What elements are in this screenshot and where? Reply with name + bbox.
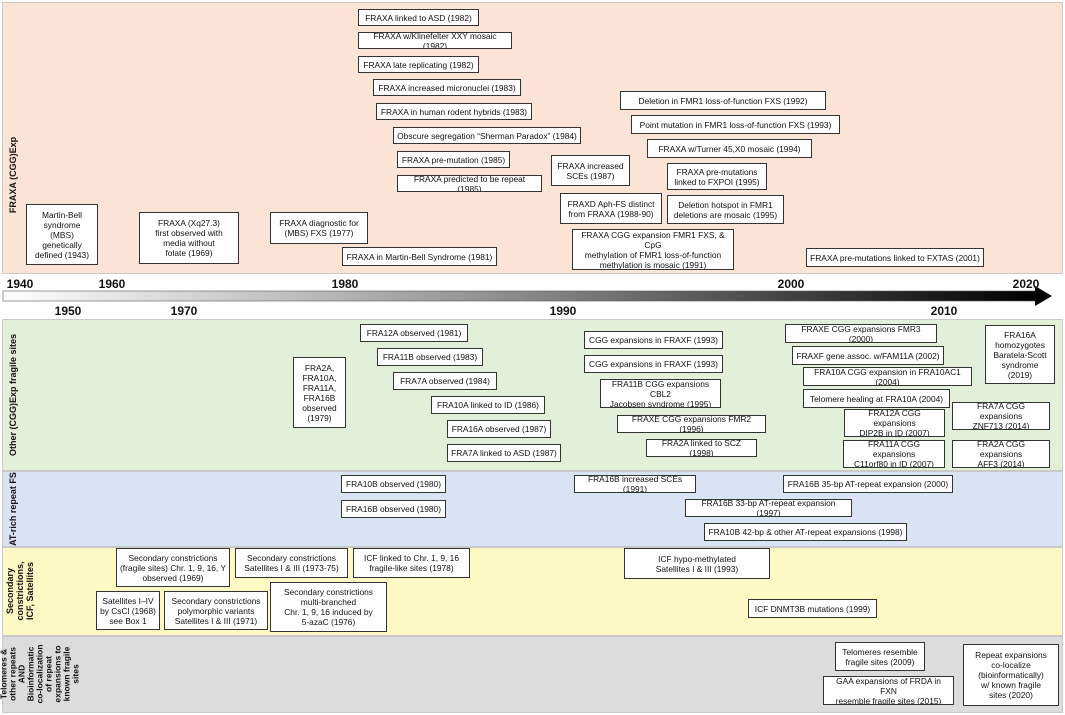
event-box: Telomeres resemble fragile sites (2009): [835, 642, 925, 671]
event-box: FRAXA w/Turner 45,X0 mosaic (1994): [647, 139, 812, 158]
event-box: Satellites I–IV by CsCl (1968) see Box 1: [96, 591, 160, 630]
event-box: FRA12A CGG expansions DIP2B in ID (2007): [844, 409, 945, 437]
event-box: FRA2A, FRA10A, FRA11A, FRA16B observed (…: [293, 357, 346, 428]
event-box: FRAXA (Xq27.3) first observed with media…: [139, 212, 239, 264]
event-box: FRAXE CGG expansions FMR2 (1996): [617, 415, 766, 433]
event-box: FRAXA pre-mutations linked to FXPOI (199…: [667, 163, 767, 190]
event-box: FRA16B 33-bp AT-repeat expansion (1997): [685, 499, 852, 517]
event-box: FRA11B observed (1983): [377, 348, 483, 366]
event-box: Repeat expansions co-localize (bioinform…: [963, 644, 1059, 706]
event-box: FRAXA linked to ASD (1982): [358, 9, 479, 26]
event-box: FRAXA in Martin-Bell Syndrome (1981): [342, 247, 497, 266]
event-box: Secondary constrictions (fragile sites) …: [116, 548, 230, 587]
year-label-2020: 2020: [1012, 277, 1040, 291]
event-box: FRA10A CGG expansion in FRA10AC1 (2004): [803, 367, 972, 386]
event-box: FRAXA increased micronuclei (1983): [373, 79, 521, 96]
event-box: FRAXF gene assoc. w/FAM11A (2002): [792, 346, 944, 365]
event-box: FRA2A linked to SCZ (1998): [646, 439, 757, 457]
band-label-secondary: Secondary constrictions, ICF, Satellites: [5, 561, 35, 621]
event-box: FRA7A observed (1984): [393, 372, 497, 390]
event-box: FRA10A linked to ID (1986): [431, 396, 545, 414]
event-box: FRA16B observed (1980): [341, 500, 446, 518]
year-label-1950: 1950: [54, 304, 82, 318]
event-box: ICF linked to Chr. 1, 9, 16 fragile-like…: [353, 548, 470, 578]
event-box: FRAXA diagnostic for (MBS) FXS (1977): [270, 212, 368, 244]
event-box: Deletion in FMR1 loss-of-function FXS (1…: [620, 91, 826, 110]
event-box: Obscure segregation “Sherman Paradox” (1…: [393, 127, 581, 144]
event-box: FRAXA pre-mutations linked to FXTAS (200…: [806, 248, 984, 267]
event-box: FRAXE CGG expansions FMR3 (2000): [785, 324, 937, 343]
year-label-1970: 1970: [170, 304, 198, 318]
event-box: ICF hypo-methylated Satellites I & III (…: [624, 548, 770, 579]
year-label-1980: 1980: [331, 277, 359, 291]
event-box: FRA11A CGG expansions C11orf80 in ID (20…: [843, 440, 945, 468]
event-box: FRAXA w/Klinefelter XXY mosaic (1982): [358, 32, 512, 49]
event-box: FRA12A observed (1981): [360, 324, 468, 342]
band-label-telomeres: Telomeres & other repeats AND Bioinforma…: [0, 644, 81, 704]
event-box: Telomere healing at FRA10A (2004): [803, 389, 950, 408]
event-box: FRA2A CGG expansions AFF3 (2014): [952, 440, 1050, 468]
year-label-2010: 2010: [930, 304, 958, 318]
event-box: Secondary constrictions multi-branched C…: [270, 582, 387, 632]
event-box: FRA7A CGG expansions ZNF713 (2014): [952, 402, 1050, 430]
timeline-arrow: [2, 286, 1052, 306]
year-label-2000: 2000: [777, 277, 805, 291]
event-box: FRAXA predicted to be repeat (1985): [397, 175, 542, 192]
event-box: FRA16A homozygotes Baratela-Scott syndro…: [985, 325, 1055, 384]
event-box: Martin-Bell syndrome (MBS) genetically d…: [26, 204, 98, 265]
event-box: Point mutation in FMR1 loss-of-function …: [631, 115, 840, 134]
event-box: FRA16B 35-bp AT-repeat expansion (2000): [783, 475, 953, 493]
event-box: FRAXA CGG expansion FMR1 FXS, & CpG meth…: [572, 229, 734, 270]
event-box: FRA10B 42-bp & other AT-repeat expansion…: [704, 523, 907, 541]
event-box: ICF DNMT3B mutations (1999): [748, 599, 877, 618]
event-box: FRA11B CGG expansions CBL2 Jacobsen synd…: [600, 379, 721, 408]
event-box: FRAXD Aph-FS distinct from FRAXA (1988-9…: [560, 193, 662, 224]
year-label-1960: 1960: [98, 277, 126, 291]
year-label-1990: 1990: [549, 304, 577, 318]
event-box: FRAXA late replicating (1982): [358, 56, 479, 73]
event-box: Secondary constrictions polymorphic vari…: [164, 591, 268, 630]
band-label-fraxa: FRAXA (CGG)Exp: [8, 136, 18, 214]
event-box: FRA16B increased SCEs (1991): [574, 475, 696, 493]
event-box: FRA16A observed (1987): [447, 420, 551, 438]
event-box: FRA10B observed (1980): [341, 475, 446, 493]
event-box: FRAXA pre-mutation (1985): [397, 151, 510, 168]
event-box: FRAXA increased SCEs (1987): [551, 155, 630, 186]
event-box: Secondary constrictions Satellites I & I…: [235, 548, 348, 578]
year-label-1940: 1940: [6, 277, 34, 291]
event-box: CGG expansions in FRAXF (1993): [584, 331, 723, 349]
band-label-atrich: AT-rich repeat FS: [8, 472, 18, 546]
event-box: GAA expansions of FRDA in FXN resemble f…: [823, 676, 954, 705]
event-box: CGG expansions in FRAXF (1993): [584, 355, 723, 373]
band-label-other: Other (CGG)Exp fragile sites: [8, 333, 18, 457]
event-box: FRA7A linked to ASD (1987): [447, 444, 561, 462]
event-box: FRAXA in human rodent hybrids (1983): [376, 103, 532, 120]
event-box: Deletion hotspot in FMR1 deletions are m…: [667, 195, 784, 224]
